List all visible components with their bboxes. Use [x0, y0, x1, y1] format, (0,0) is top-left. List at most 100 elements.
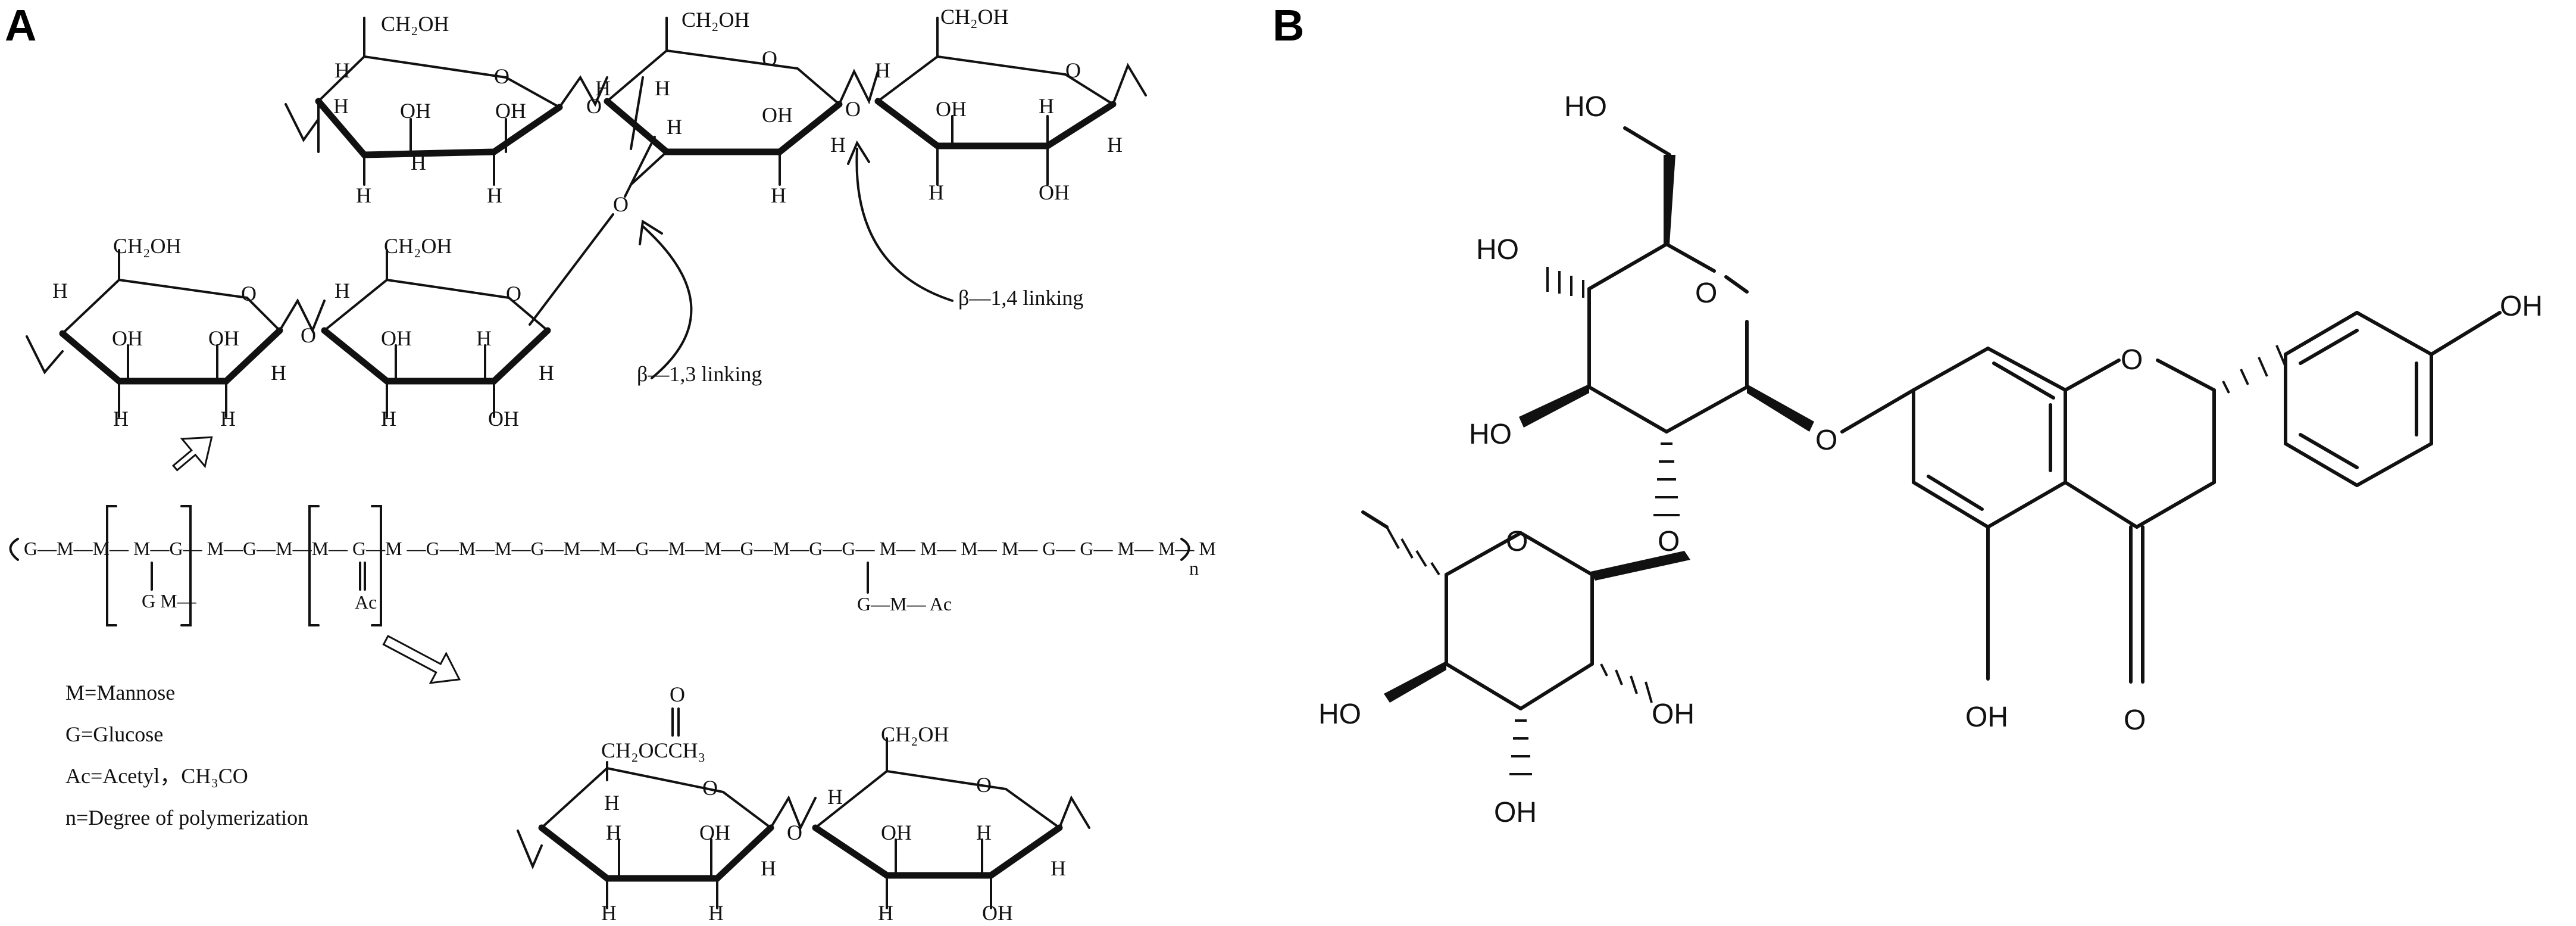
glycosidic-oxygen-label: O: [301, 323, 316, 347]
rhamnose-c4-ho: HO: [1318, 699, 1361, 730]
beta14-arrow: [855, 148, 954, 302]
h-label: H: [827, 785, 843, 809]
glycosidic-oxygen-label: O: [787, 821, 802, 844]
glucose-c4-ho: HO: [1476, 234, 1519, 266]
h-label: H: [271, 361, 286, 385]
oh-label: OH: [208, 326, 239, 350]
chain-sequence: G—M—M— M—G— M—G—M—M— G—M —G—M—M—G—M—M—G—…: [24, 538, 1216, 559]
h-label: H: [220, 407, 236, 431]
panel-a-label: A: [5, 1, 36, 50]
oh-label: OH: [488, 407, 519, 431]
h-label: H: [381, 407, 396, 431]
glycosidic-oxygen-1: O: [558, 75, 608, 118]
ring-oxygen-label: O: [494, 64, 509, 88]
glycosidic-oxygen-2: O: [838, 68, 879, 121]
ch2oh-label: CH₂OH: [384, 234, 452, 258]
legend-glucose: G=Glucose: [65, 722, 163, 746]
ring-oxygen-label: O: [976, 773, 992, 797]
beta13-label: β—1,3 linking: [637, 362, 762, 386]
rhamnose-ring: O HO OH: [1318, 510, 1695, 828]
pyran-oxygen: O: [2121, 344, 2143, 376]
mid-ring-1: CH₂OH H O OH OH H H H: [26, 234, 286, 431]
h-label: H: [875, 58, 890, 82]
degree-subscript: n: [1189, 557, 1199, 579]
h-label: H: [708, 901, 724, 925]
top-ring-3: CH₂OH H O OH H H H OH: [874, 5, 1147, 204]
h-label: H: [487, 183, 502, 207]
h-label: H: [655, 76, 670, 100]
h-label: H: [52, 279, 68, 303]
oh-label: OH: [936, 97, 967, 121]
top-ring-1: CH₂OH H O OH OH H H H H: [285, 12, 563, 207]
ring-oxygen-label: O: [506, 282, 521, 305]
ch2oh-label: CH₂OH: [940, 5, 1009, 29]
bottom-ring-2: CH₂OH H O OH H H OH H: [812, 722, 1090, 925]
polymer-chain: G—M—M— M—G— M—G—M—M— G—M —G—M—M—G—M—M—G—…: [9, 505, 1216, 626]
branch-oxygen-label: O: [613, 192, 629, 216]
h-label: H: [929, 180, 944, 204]
oh-label: OH: [381, 326, 412, 350]
ring-oxygen-label: O: [1065, 58, 1081, 82]
rhamnose-c2-oh: OH: [1652, 699, 1695, 730]
ring-oxygen-label: O: [241, 282, 257, 305]
flavanone-core: O O OH: [1840, 291, 2543, 736]
hydroxymethyl-ho: HO: [1564, 91, 1607, 123]
bottom-ring-1: O CH₂OCCH₃ H O H OH H H H: [517, 682, 776, 925]
h-label: H: [356, 183, 371, 207]
rhamnose-c3-oh: OH: [1494, 797, 1537, 828]
ch2oh-label: CH₂OH: [113, 234, 182, 258]
panel-a-structure: CH₂OH H O OH OH H H H H O CH₂OH O H H OH: [9, 5, 1216, 925]
h-label: H: [113, 407, 129, 431]
h-label: H: [1039, 94, 1054, 118]
oh-label: OH: [400, 99, 431, 123]
beta14-label: β—1,4 linking: [958, 286, 1083, 310]
oh-label: OH: [1039, 180, 1070, 204]
h-label: H: [334, 279, 350, 303]
glycosidic-oxygen-3: O: [279, 298, 326, 347]
legend-acetyl: Ac=Acetyl，CH₃CO: [65, 764, 248, 788]
branch-gmac: G—M— Ac: [857, 593, 952, 615]
carbonyl-oxygen-b: O: [2124, 704, 2146, 736]
oh-label: OH: [112, 326, 143, 350]
ring-oxygen-label: O: [762, 46, 777, 70]
oh-label: OH: [699, 821, 730, 844]
oh-label: OH: [762, 103, 793, 127]
beta13-arrow: [642, 225, 693, 379]
h-label: H: [601, 901, 617, 925]
top-ring-2: CH₂OH O H H OH H H H: [595, 8, 846, 207]
rhamnose-ring-oxygen: O: [1506, 526, 1528, 557]
h-label: H: [830, 133, 846, 157]
h-label: H: [1107, 133, 1123, 157]
h-label: H: [476, 326, 492, 350]
h-label: H: [333, 94, 349, 118]
glycosidic-oxygen-label: O: [586, 94, 602, 118]
carbonyl-oxygen-label: O: [670, 682, 685, 706]
h-label: H: [1051, 856, 1066, 880]
hollow-arrow-up: [172, 436, 213, 472]
glycosidic-oxygen-4: O: [770, 795, 817, 844]
hollow-arrow-down: [382, 635, 461, 684]
panel-b-label: B: [1273, 1, 1304, 50]
h-label: H: [334, 58, 350, 82]
oh-label: OH: [982, 901, 1013, 925]
h-label: H: [976, 821, 992, 844]
h-label: H: [411, 151, 426, 174]
h-label: H: [878, 901, 893, 925]
h-label: H: [771, 183, 786, 207]
legend-mannose: M=Mannose: [65, 681, 175, 704]
h-label: H: [604, 791, 620, 815]
h-label: H: [606, 821, 621, 844]
branch-ac: Ac: [355, 591, 377, 613]
ring-oxygen-label: O: [702, 776, 718, 800]
panel-b-structure: O HO HO HO O: [1318, 91, 2543, 828]
oh-label: OH: [495, 99, 526, 123]
ch2oh-label: CH₂OH: [881, 722, 949, 746]
legend: M=Mannose G=Glucose Ac=Acetyl，CH₃CO n=De…: [65, 681, 308, 830]
glucose-c3-ho: HO: [1469, 419, 1512, 450]
a-ring-oh: OH: [1965, 701, 2008, 733]
acetyl-group-label: CH₂OCCH₃: [601, 738, 705, 762]
b-ring-oh: OH: [2500, 291, 2543, 322]
oh-label: OH: [881, 821, 912, 844]
glucose-ring: O HO HO HO O: [1469, 91, 1837, 557]
